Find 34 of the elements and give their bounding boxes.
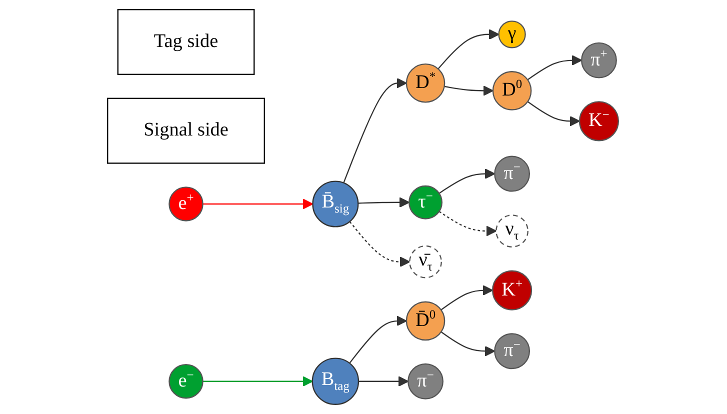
arrow bbox=[350, 316, 408, 364]
arrow bbox=[344, 78, 408, 184]
node-circle: B$_{tag}$ bbox=[312, 358, 360, 405]
node-circle: D̄$^{0}$ bbox=[406, 301, 446, 341]
arrow bbox=[350, 221, 411, 268]
node-circle: π$^{−}$ bbox=[408, 363, 444, 400]
node-circle: K$^{−}$ bbox=[579, 101, 620, 142]
node-circle: e$^{+}$ bbox=[169, 186, 204, 222]
node-circle: τ$^{−}$ bbox=[409, 185, 443, 220]
arrow bbox=[441, 285, 494, 310]
node-box: Tag side bbox=[118, 9, 256, 75]
node-circle: K$^{+}$ bbox=[492, 270, 533, 310]
arrow bbox=[528, 55, 583, 80]
arrow bbox=[358, 197, 410, 208]
arrow bbox=[358, 376, 410, 387]
node-circle: γ bbox=[498, 20, 526, 48]
arrow bbox=[439, 210, 498, 236]
node-box: Signal side bbox=[108, 98, 266, 164]
node-circle: B̄$_{sig}$ bbox=[312, 180, 360, 228]
arrow bbox=[528, 101, 580, 126]
arrow bbox=[439, 168, 496, 194]
node-circle: π$^{+}$ bbox=[581, 42, 618, 78]
node-circle: ν$_{τ}$ bbox=[496, 214, 529, 248]
arrow bbox=[441, 331, 496, 356]
node-circle: D$^{0}$ bbox=[492, 71, 532, 110]
node-circle: π$^{−}$ bbox=[494, 156, 530, 192]
node-circle: D$^{*}$ bbox=[406, 63, 446, 103]
arrow bbox=[438, 29, 500, 70]
arrow bbox=[444, 85, 494, 96]
node-circle: ν̄$_{τ}$ bbox=[410, 245, 442, 278]
node-circle: π$^{−}$ bbox=[494, 333, 530, 370]
arrow bbox=[203, 376, 314, 387]
arrow bbox=[203, 198, 314, 210]
node-circle: e$^{−}$ bbox=[169, 364, 204, 399]
